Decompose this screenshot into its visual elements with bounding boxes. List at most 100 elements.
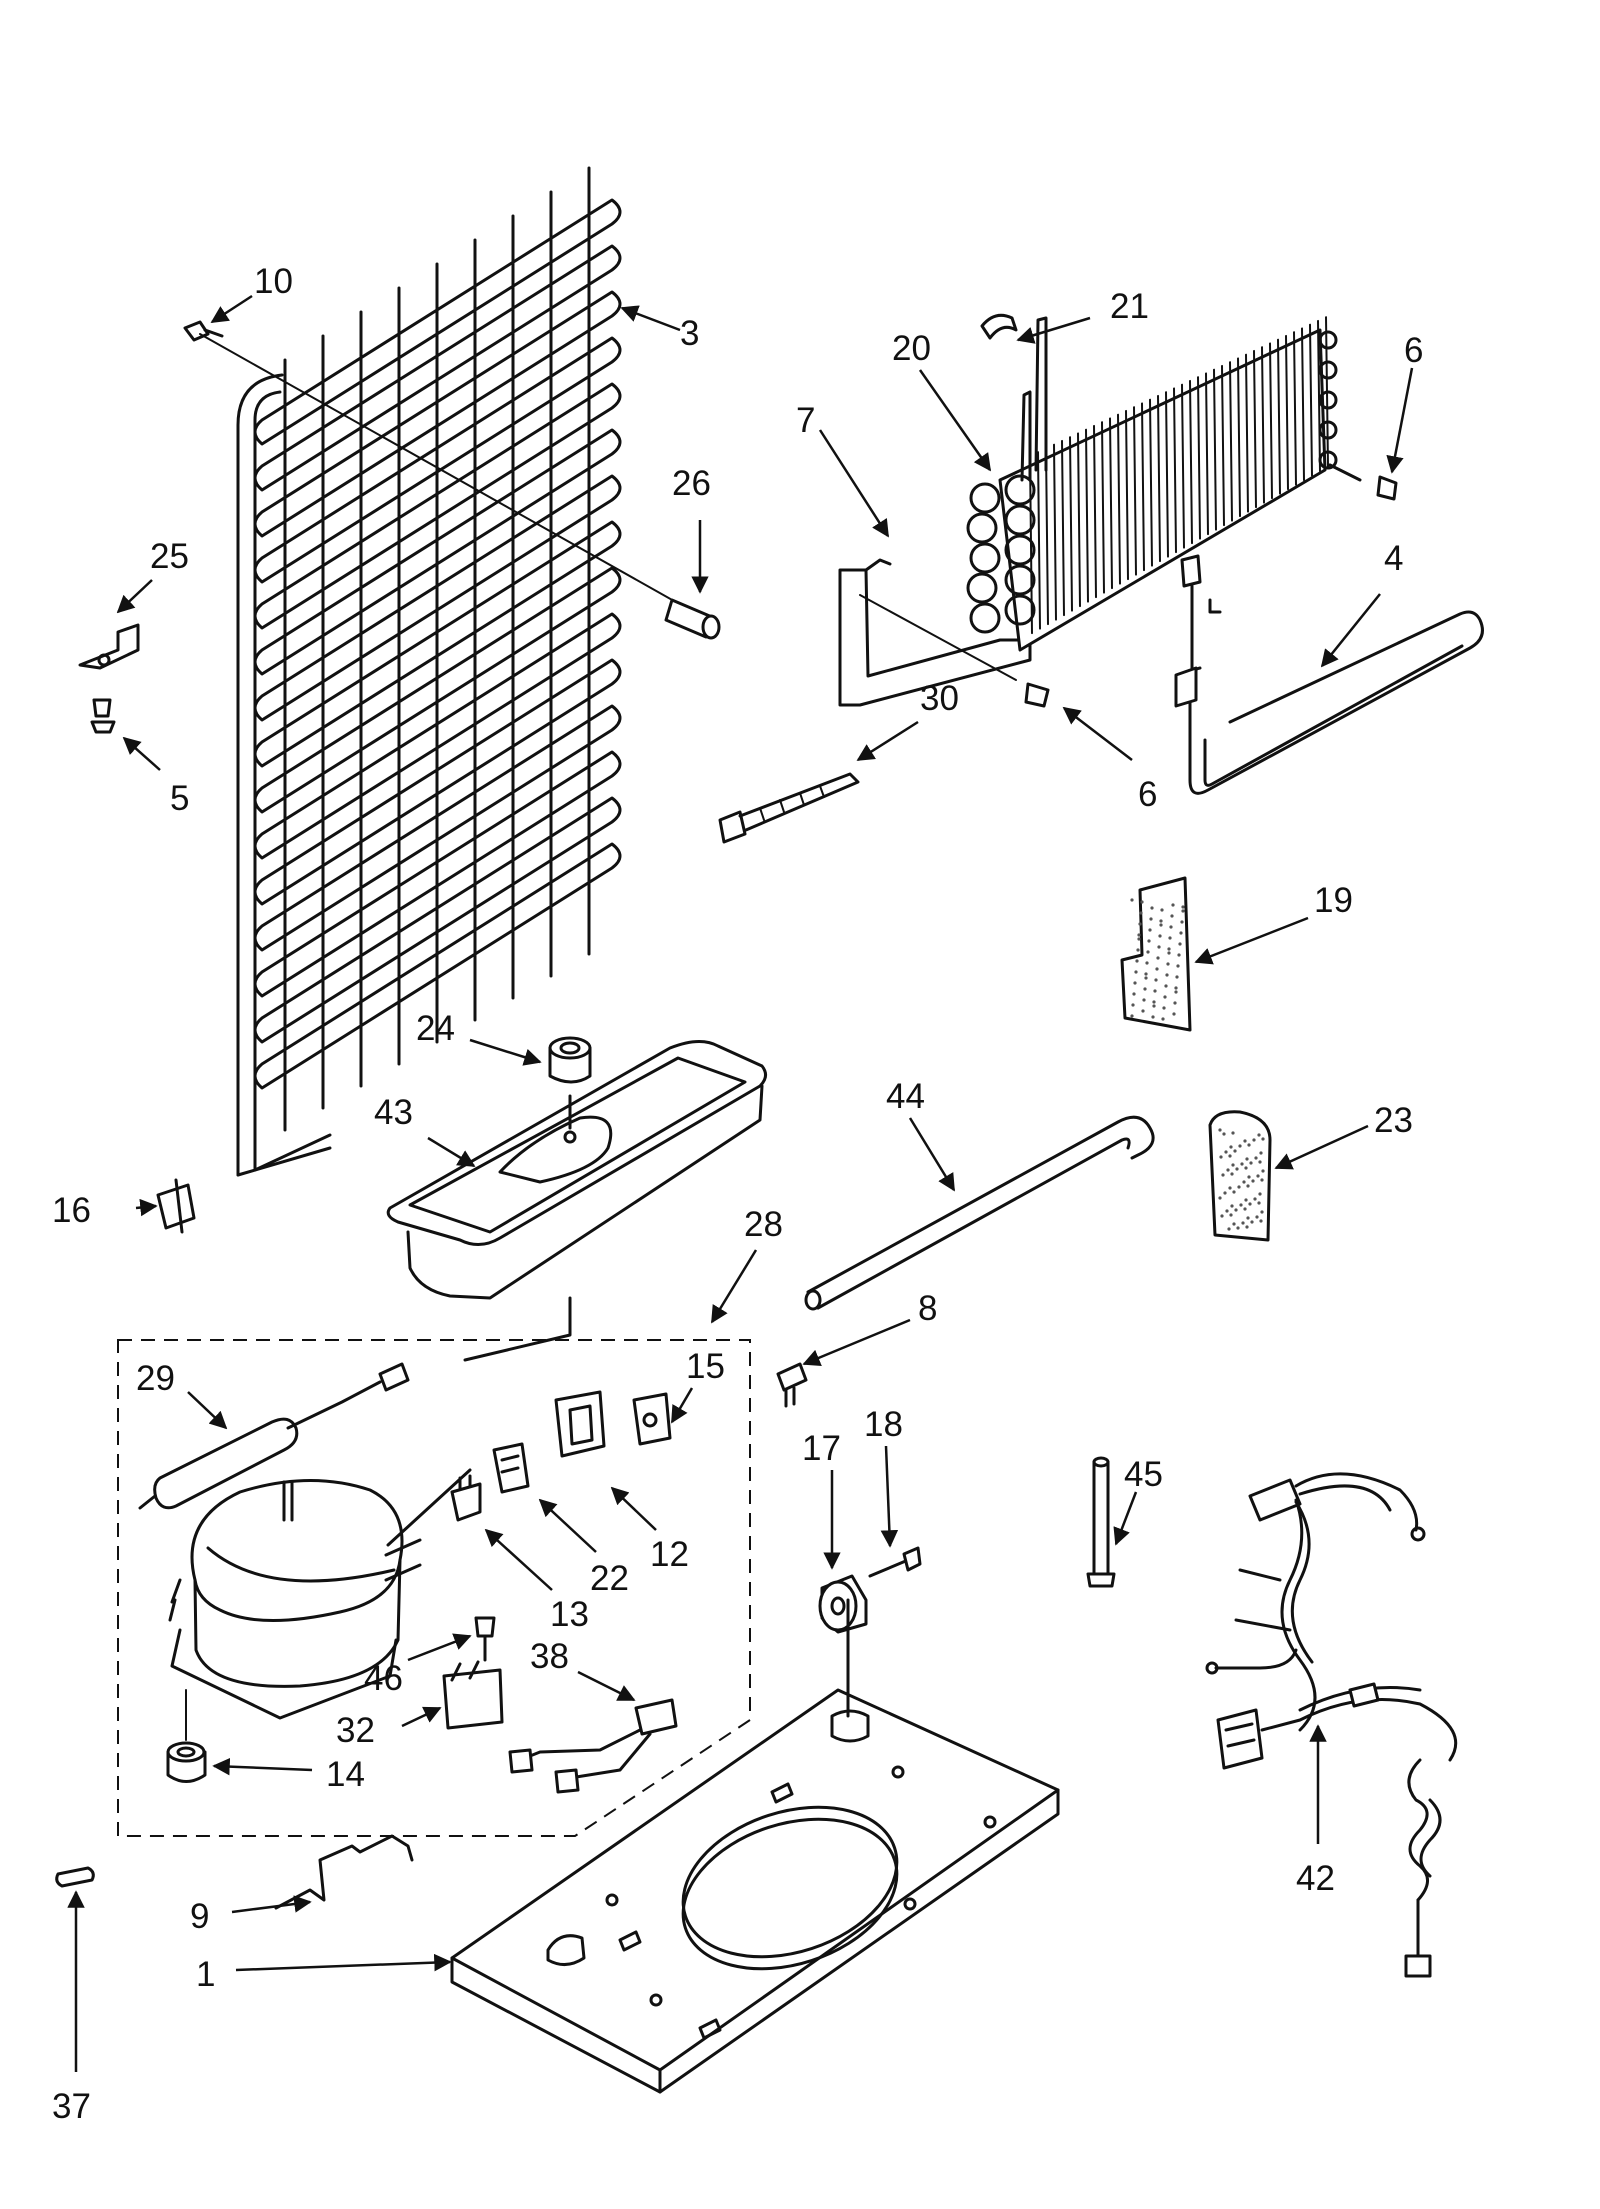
foam-texture-dot bbox=[1177, 953, 1181, 957]
callout-32: 32 bbox=[336, 1711, 375, 1750]
evaporator-fin bbox=[1101, 421, 1105, 594]
foam-texture-dot bbox=[1219, 1155, 1223, 1159]
pin-part-45 bbox=[1086, 1456, 1116, 1588]
clip-part-21 bbox=[980, 313, 1018, 340]
evaporator-fin bbox=[1061, 439, 1065, 617]
callout-8: 8 bbox=[918, 1289, 937, 1328]
foam-texture-dot bbox=[1231, 1163, 1235, 1167]
evaporator-fin bbox=[1125, 409, 1129, 581]
foam-texture-dot bbox=[1256, 1174, 1260, 1178]
evaporator-fin bbox=[1069, 436, 1073, 612]
foam-texture-dot bbox=[1137, 933, 1141, 937]
evaporator-part-20 bbox=[966, 316, 1338, 652]
evaporator-fin bbox=[1037, 451, 1041, 630]
screw-part-5 bbox=[90, 698, 116, 734]
foam-texture-dot bbox=[1179, 931, 1183, 935]
evaporator-fin bbox=[1301, 327, 1305, 482]
condenser-part-3 bbox=[236, 166, 622, 1177]
foam-texture-dot bbox=[1168, 936, 1172, 940]
callout-9: 9 bbox=[190, 1897, 209, 1936]
evaporator-fin bbox=[1293, 331, 1297, 486]
foam-texture-dot bbox=[1242, 1180, 1246, 1184]
foam-texture-dot bbox=[1239, 1203, 1243, 1207]
leader-lines bbox=[67, 294, 1414, 2072]
foam-texture-dot bbox=[1260, 1178, 1264, 1182]
foam-texture-dot bbox=[1260, 1210, 1264, 1214]
evaporator-fin bbox=[1093, 424, 1097, 599]
callout-38: 38 bbox=[530, 1637, 569, 1676]
foam-texture-dot bbox=[1225, 1209, 1229, 1213]
evaporator-fin bbox=[1149, 398, 1153, 567]
foam-texture-dot bbox=[1146, 950, 1150, 954]
cable-tie-part-30 bbox=[718, 772, 860, 844]
callout-10: 10 bbox=[254, 262, 293, 301]
foam-texture-dot bbox=[1151, 1015, 1155, 1019]
roller-part-17 bbox=[818, 1574, 868, 1634]
screw-part-46 bbox=[474, 1616, 496, 1662]
foam-texture-dot bbox=[1228, 1154, 1232, 1158]
foam-texture-dot bbox=[1152, 1000, 1156, 1004]
evaporator-fin bbox=[1133, 406, 1137, 576]
foam-texture-dot bbox=[1135, 959, 1139, 963]
foam-texture-dot bbox=[1149, 917, 1153, 921]
evaporator-fin bbox=[1221, 364, 1225, 527]
foam-texture-dot bbox=[1140, 900, 1144, 904]
evaporator-fin bbox=[1157, 394, 1161, 563]
callout-43: 43 bbox=[374, 1093, 413, 1132]
callout-29: 29 bbox=[136, 1359, 175, 1398]
foam-texture-dot bbox=[1134, 970, 1138, 974]
relay-cover-part-15 bbox=[632, 1392, 672, 1446]
callout-14: 14 bbox=[326, 1755, 365, 1794]
foam-texture-dot bbox=[1167, 947, 1171, 951]
foam-texture-dot bbox=[1261, 1169, 1265, 1173]
callout-28: 28 bbox=[744, 1205, 783, 1244]
relay-part-22 bbox=[492, 1442, 530, 1494]
callout-1: 1 bbox=[196, 1955, 215, 1994]
evaporator-fin bbox=[1309, 323, 1313, 477]
evaporator-fin bbox=[1213, 368, 1217, 531]
foam-texture-dot bbox=[1237, 1185, 1241, 1189]
foam-texture-dot bbox=[1243, 1207, 1247, 1211]
foam-texture-dot bbox=[1258, 1192, 1262, 1196]
callout-22: 22 bbox=[590, 1559, 629, 1598]
foam-texture-dot bbox=[1232, 1190, 1236, 1194]
evaporator-fin bbox=[1237, 357, 1241, 518]
evaporator-fin bbox=[1045, 447, 1049, 626]
callout-7: 7 bbox=[796, 401, 815, 440]
foam-texture-dot bbox=[1227, 1227, 1231, 1231]
foam-texture-dot bbox=[1138, 922, 1142, 926]
foam-texture-dot bbox=[1130, 1014, 1134, 1018]
foam-texture-dot bbox=[1243, 1139, 1247, 1143]
clip-part-9 bbox=[274, 1834, 414, 1910]
foam-texture-dot bbox=[1142, 998, 1146, 1002]
callout-23: 23 bbox=[1374, 1101, 1413, 1140]
foam-texture-dot bbox=[1226, 1168, 1230, 1172]
callout-3: 3 bbox=[680, 314, 699, 353]
foam-texture-dot bbox=[1234, 1208, 1238, 1212]
evaporator-fin bbox=[1085, 428, 1089, 603]
callout-16: 16 bbox=[52, 1191, 91, 1230]
foam-texture-dot bbox=[1130, 898, 1134, 902]
evaporator-fin bbox=[1205, 372, 1209, 536]
foam-texture-dot bbox=[1218, 1196, 1222, 1200]
foam-texture-dot bbox=[1235, 1167, 1239, 1171]
foam-texture-dot bbox=[1232, 1222, 1236, 1226]
screw-part-10 bbox=[183, 320, 691, 611]
foam-texture-dot bbox=[1259, 1151, 1263, 1155]
axle-part-18 bbox=[868, 1546, 922, 1578]
evaporator-fin bbox=[1181, 383, 1185, 549]
foam-texture-dot bbox=[1240, 1162, 1244, 1166]
foam-texture-dot bbox=[1252, 1138, 1256, 1142]
callout-13: 13 bbox=[550, 1595, 589, 1634]
foam-texture-dot bbox=[1144, 976, 1148, 980]
foam-texture-dot bbox=[1222, 1132, 1226, 1136]
foam-texture-dot bbox=[1165, 973, 1169, 977]
evaporator-fin bbox=[1189, 379, 1193, 545]
foam-texture-dot bbox=[1178, 942, 1182, 946]
foam-texture-dot bbox=[1163, 995, 1167, 999]
callout-26: 26 bbox=[672, 464, 711, 503]
callout-6: 6 bbox=[1138, 775, 1157, 814]
callout-5: 5 bbox=[170, 779, 189, 818]
screw-part-6-upper bbox=[1328, 463, 1398, 501]
